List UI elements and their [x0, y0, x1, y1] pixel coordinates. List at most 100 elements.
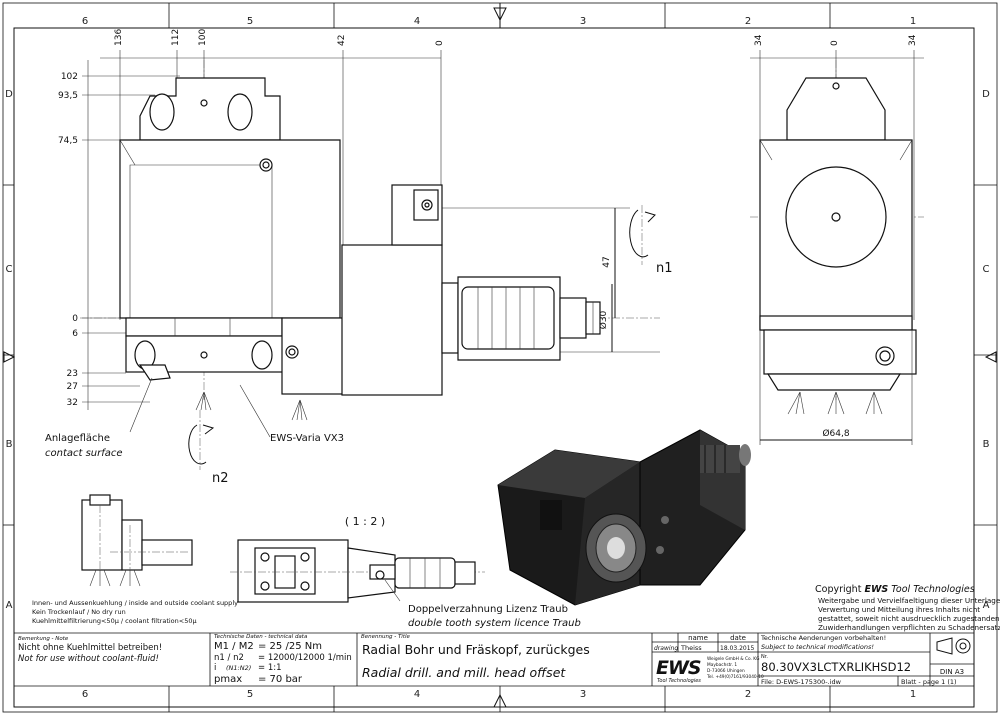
- grid-row-b-left: B: [6, 439, 13, 450]
- torque-value: = 25 /25 Nm: [258, 641, 322, 652]
- speed-value: = 12000/12000 1/min: [258, 653, 352, 663]
- side-dim-0: 0: [830, 40, 840, 46]
- copyright-line-2: Verwertung und Mitteilung ihres Inhalts …: [818, 605, 980, 614]
- coolant-note-line-3: Kuehlmittelfiltrierung<50µ / coolant fil…: [32, 617, 197, 625]
- dim-left-23: 23: [67, 369, 78, 379]
- grid-col-6-top: 6: [82, 16, 88, 27]
- paper-format: DIN A3: [940, 668, 964, 676]
- side-dim-34-left: 34: [754, 34, 764, 46]
- pressure-value: = 70 bar: [258, 674, 303, 685]
- rotation-n2-icon: [188, 410, 215, 470]
- grid-row-a-left: A: [6, 600, 13, 611]
- coolant-note-line-1: Innen- und Aussenkuehlung / inside and o…: [32, 599, 238, 607]
- grid-col-3-bottom: 3: [580, 689, 586, 700]
- ratio-sub: (N1:N2): [226, 664, 251, 672]
- pressure-label: pmax: [214, 674, 242, 685]
- detail-note-en: double tooth system licence Traub: [408, 618, 581, 629]
- part-number: 80.30VX3LCTXRLIKHSD12: [761, 660, 911, 674]
- dim-left-6: 6: [72, 329, 78, 339]
- changes-en: Subject to technical modifications!: [761, 643, 874, 651]
- dim-left-74-5: 74,5: [58, 136, 78, 146]
- rotation-n1-icon: [629, 205, 656, 265]
- dim-top-136: 136: [114, 29, 124, 46]
- side-dim-34-right: 34: [908, 34, 918, 46]
- tech-data-label: Technische Daten - technical data: [214, 634, 308, 640]
- company-line-4: Tel. +49(0)7161/93040-10: [706, 674, 764, 680]
- speed-label: n1 / n2: [214, 653, 244, 663]
- detail-view: [230, 539, 485, 603]
- title-label: Benennung - Title: [361, 634, 411, 640]
- grid-row-d-right: D: [982, 89, 990, 100]
- grid-col-2-top: 2: [745, 16, 751, 27]
- dim-left-93-5: 93,5: [58, 91, 78, 101]
- contact-surface-label-de: Anlagefläche: [45, 433, 110, 444]
- remark-de: Nicht ohne Kuehlmittel betreiben!: [18, 643, 162, 653]
- isometric-render-image: [497, 429, 751, 606]
- projection-symbol-icon: [936, 637, 971, 655]
- ratio-value: = 1:1: [258, 663, 282, 673]
- ews-logo: EWS Tool Technologies: [656, 657, 702, 684]
- rotation-n2-label: n2: [212, 471, 229, 486]
- col-date-header: date: [730, 634, 746, 642]
- svg-text:Tool Technologies: Tool Technologies: [657, 678, 701, 684]
- company-line-1: Weigele GmbH & Co. KG: [707, 656, 759, 662]
- dim-left-102: 102: [61, 72, 78, 82]
- col-name-header: name: [688, 634, 708, 642]
- dim-top-42: 42: [337, 35, 347, 46]
- dim-left-0: 0: [72, 314, 78, 324]
- dim-top-100: 100: [198, 29, 208, 46]
- sheet-number: Blatt - page 1 (1): [901, 678, 957, 686]
- file-name: File: D-EWS-175300-.idw: [761, 678, 842, 686]
- rotation-n1-label: n1: [656, 261, 673, 276]
- grid-col-1-top: 1: [910, 16, 916, 27]
- drawing-date: 18.03.2015: [720, 645, 755, 652]
- dim-top-0: 0: [435, 40, 445, 46]
- grid-col-4-bottom: 4: [414, 689, 420, 700]
- grid-col-3-top: 3: [580, 16, 586, 27]
- grid-row-labels: D C B A D C B A: [5, 89, 990, 611]
- side-view: 34 0 34 Ø64,8: [750, 34, 924, 445]
- changes-de: Technische Aenderungen vorbehalten!: [760, 634, 886, 642]
- torque-label: M1 / M2: [214, 641, 254, 652]
- grid-col-1-bottom: 1: [910, 689, 916, 700]
- detail-scale-label: ( 1 : 2 ): [345, 515, 385, 528]
- contact-surface-label-en: contact surface: [45, 448, 123, 459]
- dim-left-27: 27: [67, 382, 78, 392]
- remark-label: Bemerkung - Note: [18, 636, 69, 642]
- copyright-block: Copyright EWS Tool Technologies Weiterga…: [815, 584, 1000, 632]
- grid-row-d-left: D: [5, 89, 13, 100]
- title-block: [14, 632, 974, 687]
- grid-column-labels: 6 5 4 3 2 1 6 5 4 3 2 1: [82, 16, 916, 700]
- dim-offset-47: 47: [602, 256, 612, 267]
- dim-top-112: 112: [171, 29, 181, 46]
- front-view: 47 Ø30 n1 n2 136 112 100 42 0 102 93,5 7…: [45, 29, 673, 486]
- grid-col-6-bottom: 6: [82, 689, 88, 700]
- company-line-2: Maybachstr. 1: [707, 662, 737, 668]
- grid-row-c-right: C: [983, 264, 990, 275]
- coolant-note-line-2: Kein Trockenlauf / No dry run: [32, 608, 126, 616]
- drawer-name: Theiss: [680, 644, 702, 652]
- title-en: Radial drill. and mill. head offset: [362, 665, 566, 680]
- coolant-spray-icon: [195, 391, 308, 421]
- nr-label: Nr.: [761, 654, 768, 660]
- grid-col-4-top: 4: [414, 16, 420, 27]
- grid-row-c-left: C: [6, 264, 13, 275]
- copyright-line-3: gestattet, soweit nicht ausdruecklich zu…: [818, 614, 1000, 623]
- company-line-3: D-73066 Uhingen: [707, 668, 745, 674]
- model-label: EWS-Varia VX3: [270, 433, 344, 444]
- spindle-grooves: [477, 287, 535, 349]
- side-dim-diameter-64-8: Ø64,8: [822, 428, 849, 439]
- grid-col-5-bottom: 5: [247, 689, 253, 700]
- copyright-line-1: Weitergabe und Vervielfaeltigung dieser …: [818, 596, 1000, 605]
- dim-diameter-30: Ø30: [598, 310, 609, 329]
- remark-en: Not for use without coolant-fluid!: [18, 654, 159, 664]
- copyright-title: Copyright EWS Tool Technologies: [815, 584, 975, 595]
- copyright-line-4: Zuwiderhandlungen verpflichten zu Schade…: [818, 623, 1000, 632]
- grid-row-a-right: A: [983, 600, 990, 611]
- svg-text:EWS: EWS: [656, 657, 701, 679]
- ratio-label: i: [214, 663, 216, 673]
- grid-col-2-bottom: 2: [745, 689, 751, 700]
- title-de: Radial Bohr und Fräskopf, zurückges: [362, 642, 590, 657]
